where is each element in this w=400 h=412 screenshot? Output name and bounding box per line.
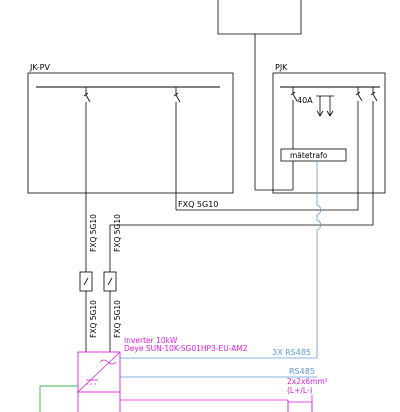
- ground-line: [39, 385, 78, 412]
- battery-polarity-label: (L+/L-): [287, 386, 313, 395]
- pjk-main-breaker: [290, 87, 298, 102]
- pjk-breaker-b: [370, 87, 378, 225]
- string-left-cable-label-upper: FXQ 5G10: [89, 214, 98, 252]
- jk-pv-label: JK-PV: [29, 63, 50, 72]
- jk-pv-breaker-right: [173, 87, 181, 210]
- ac-symbol-icon: [99, 359, 117, 365]
- meter-transformer-box: [280, 148, 347, 162]
- load-arrows-icon: [316, 95, 334, 117]
- inverter: [77, 351, 121, 412]
- pjk-breaker-a: [355, 87, 363, 210]
- battery-cable: [120, 395, 313, 412]
- jk-pv-breaker-left: [83, 87, 91, 285]
- string-left-cable-label-lower: FXQ 5G10: [89, 300, 98, 338]
- dc-isolator-right: [103, 271, 117, 292]
- meter-transformer-label: mätetrafo: [290, 151, 328, 160]
- feed-lines: [109, 209, 373, 285]
- comm-bus-label: RS485: [289, 367, 315, 376]
- main-feed-cable-label: FXQ 5G10: [178, 200, 218, 209]
- dc-isolator-left: [79, 271, 93, 292]
- inverter-title: Inverter 10kW: [124, 336, 178, 345]
- string-lower-lines: [85, 291, 111, 352]
- comm-lines: [120, 161, 322, 378]
- battery-cable-label: 2x2x6mm²: [287, 377, 328, 386]
- top-enclosure: [217, 0, 302, 191]
- string-right-cable-label-upper: FXQ 5G10: [113, 214, 122, 252]
- pjk-breaker-rating: 40A: [297, 96, 313, 105]
- pjk-label: PJK: [275, 63, 288, 72]
- comm-meter-label: 3X RS485: [272, 348, 311, 357]
- pjk-enclosure: PJK 40A mätetrafo: [272, 63, 386, 225]
- jk-pv-enclosure: JK-PV: [27, 63, 234, 285]
- inverter-model: Deye SUN-10K-SG01HP3-EU-AM2: [124, 344, 248, 353]
- string-right-cable-label-lower: FXQ 5G10: [113, 300, 122, 338]
